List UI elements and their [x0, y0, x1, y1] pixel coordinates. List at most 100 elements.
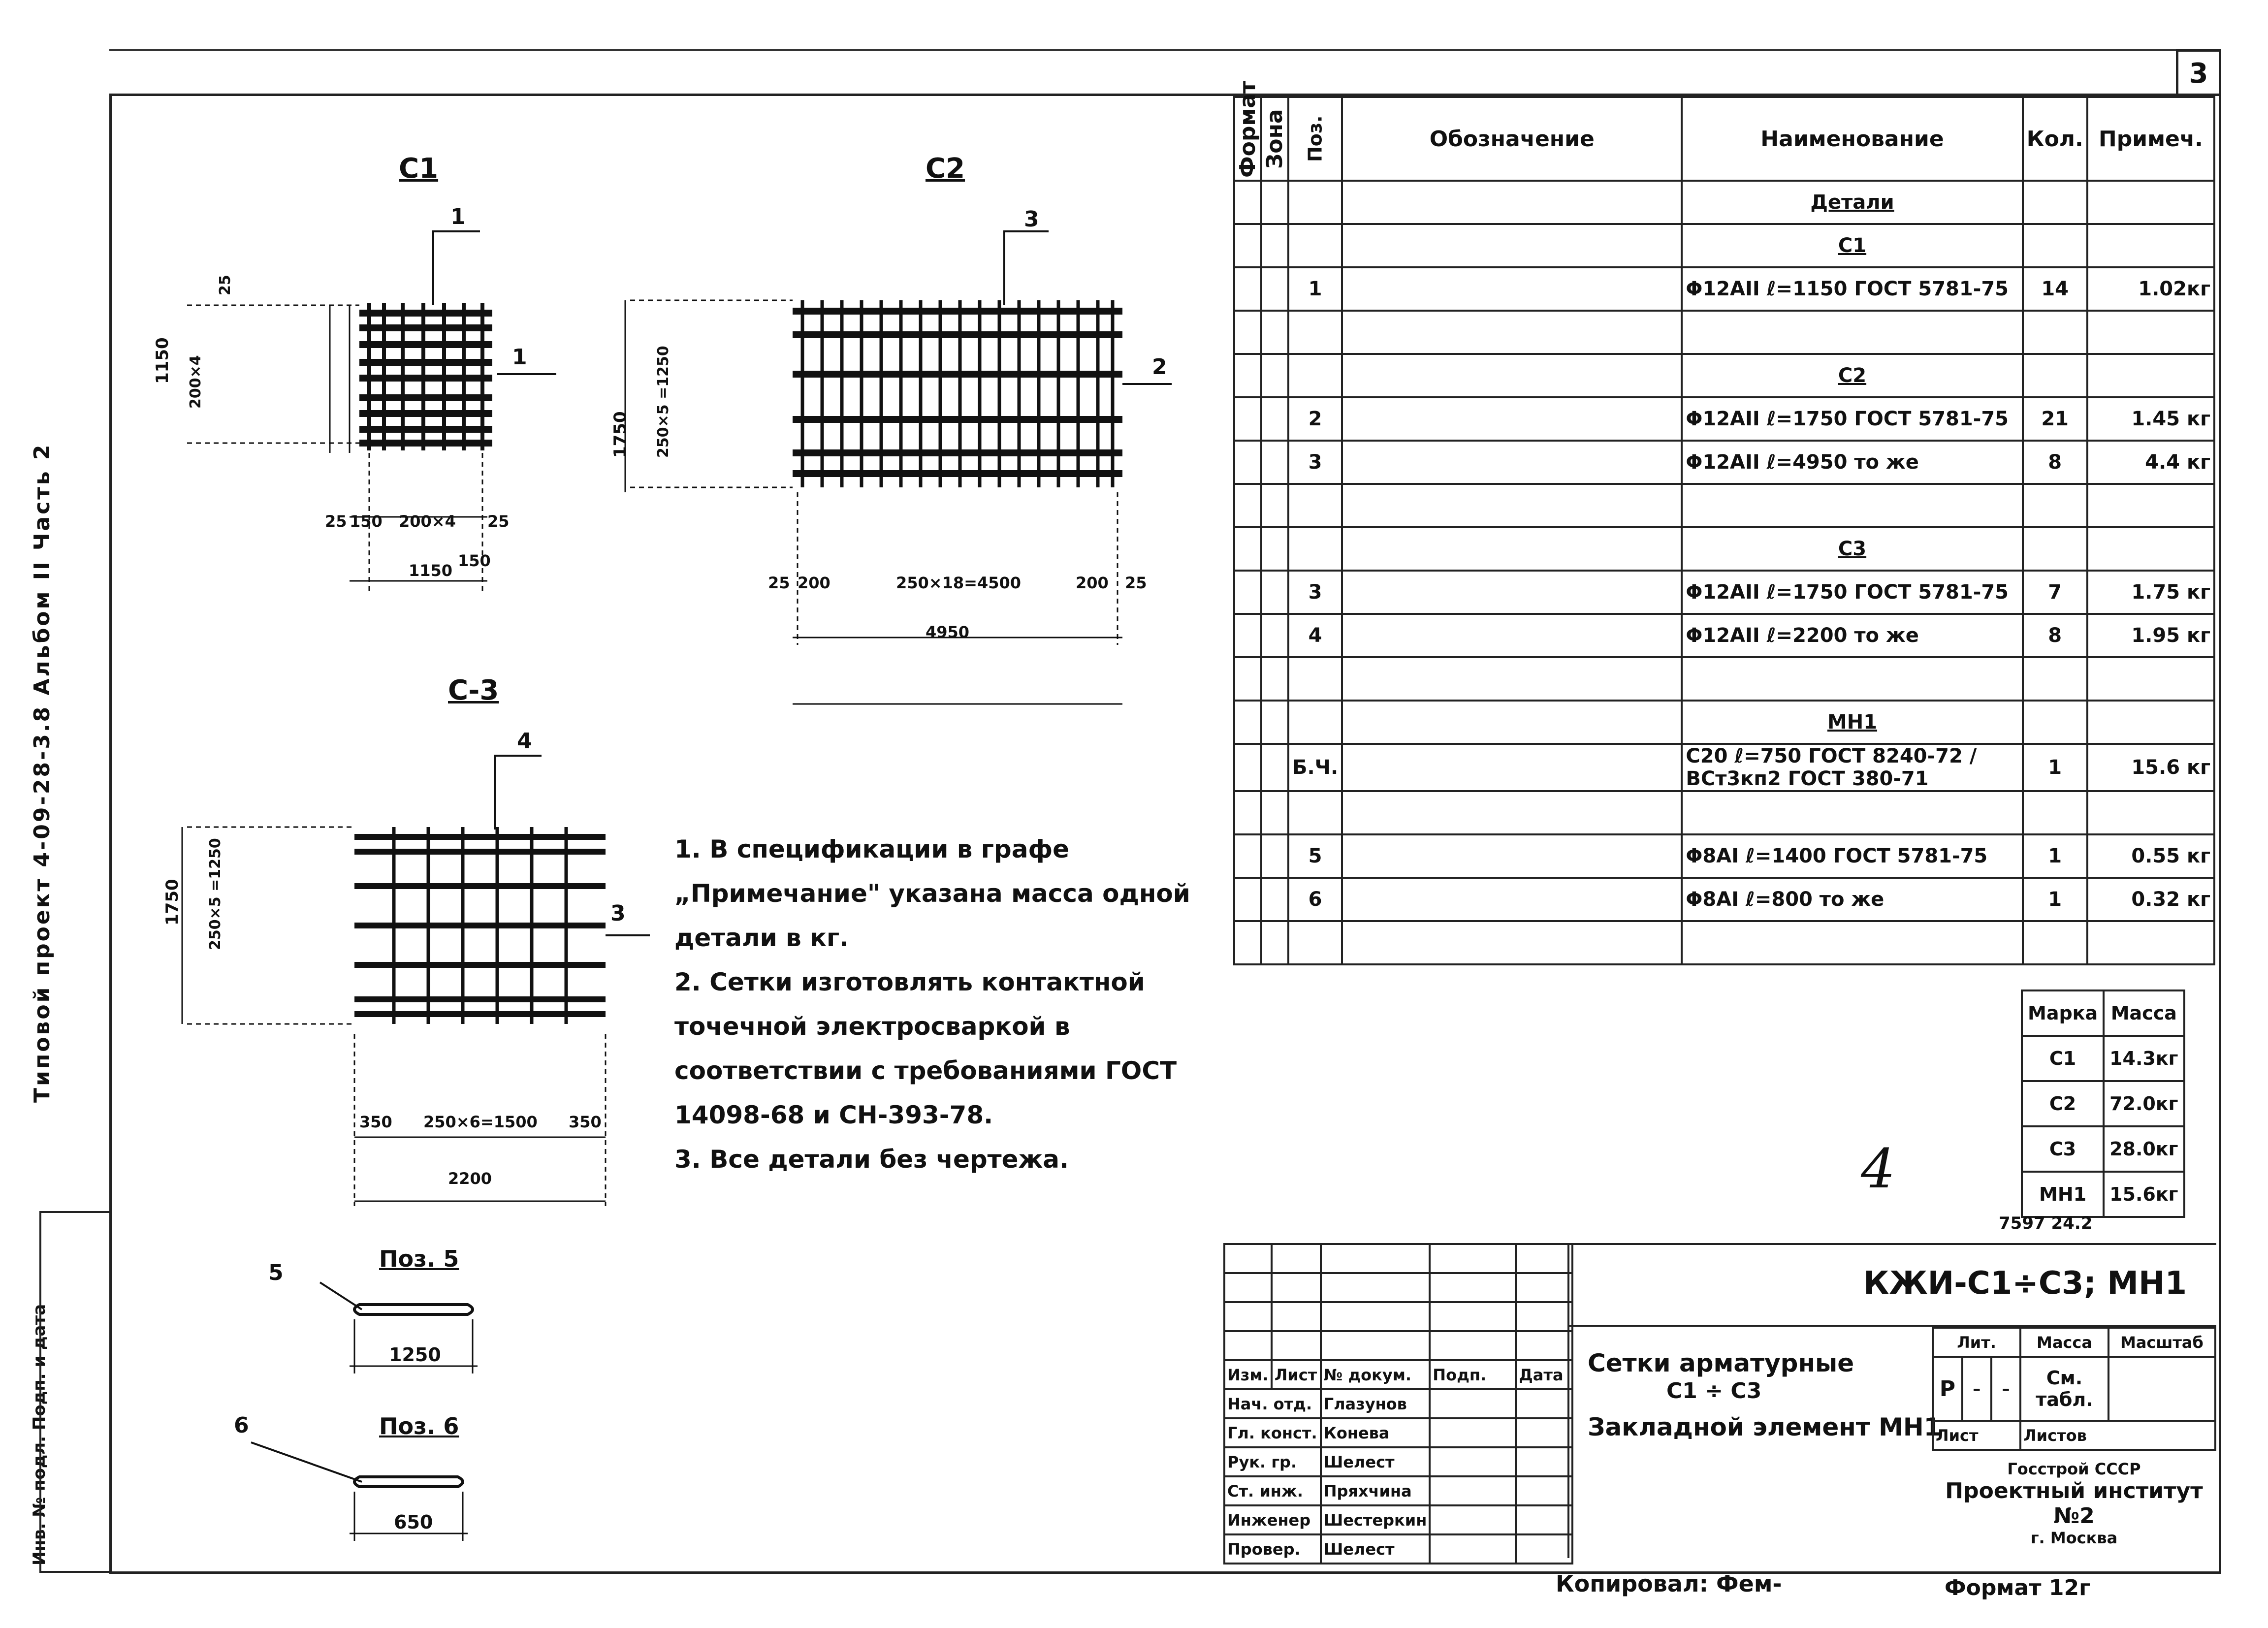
spec-header-row: Формат Зона Поз. Обозначение Наименовани… — [1234, 81, 2216, 182]
spec-cell-name: С3 — [1681, 526, 2024, 572]
mass-header-mass: Масса — [2103, 990, 2185, 1037]
scale-label: Масштаб — [2107, 1327, 2217, 1358]
spec-cell-qty: 8 — [2021, 613, 2088, 658]
spec-cell-pos — [1287, 223, 1343, 268]
pos5-length: 1250 — [389, 1344, 441, 1366]
pos5-callout: 5 — [268, 1260, 284, 1285]
spec-cell-pos: 6 — [1287, 877, 1343, 922]
spec-cell-zone — [1260, 570, 1289, 615]
c2-callout-2: 2 — [1152, 354, 1167, 380]
c3-dim-total: 2200 — [448, 1169, 492, 1188]
mass-header-row: Марка Масса — [2020, 990, 2185, 1037]
spec-cell-note: 0.55 кг — [2086, 833, 2216, 879]
c1-dim-mid-left: 200×4 — [187, 355, 204, 409]
pos6-title: Поз. 6 — [379, 1413, 459, 1439]
c2-dim-mid: 250×18=4500 — [896, 574, 1022, 592]
spec-cell-note: 4.4 кг — [2086, 440, 2216, 485]
spec-cell-pos — [1287, 310, 1343, 355]
spec-cell-zone — [1260, 266, 1289, 312]
lit-empty-1: – — [1961, 1356, 1992, 1422]
spec-cell-pos — [1287, 526, 1343, 572]
c1-title: С1 — [399, 153, 439, 185]
spec-cell-zone — [1260, 223, 1289, 268]
staff-name: Пряхчина — [1319, 1475, 1431, 1506]
spec-row: Детали — [1233, 180, 2216, 225]
col-qty: Кол. — [2021, 96, 2088, 182]
note-3: 3. Все детали без чертежа. — [674, 1145, 1069, 1174]
stamp-header-row: Изм. Лист № докум. Подп. Дата — [1223, 1359, 1574, 1390]
side-project-text: Типовой проект 4-09-28-3.8 Альбом II Час… — [30, 443, 55, 1103]
spec-cell-format — [1233, 266, 1262, 312]
spec-cell-designation — [1341, 483, 1683, 528]
org-line-2: Проектный институт №2 — [1945, 1478, 2203, 1529]
spec-cell-name: Φ12АII ℓ=1750 ГОСТ 5781-75 — [1681, 570, 2024, 615]
copied-by: Копировал: Фем- — [1556, 1570, 1782, 1597]
staff-role: Гл. конст. — [1223, 1417, 1322, 1448]
revision-grid: Изм. Лист № докум. Подп. Дата Нач. отд.Г… — [1223, 1243, 1574, 1564]
spec-cell-qty — [2021, 920, 2088, 965]
spec-cell-pos — [1287, 353, 1343, 398]
c3-dim-350: 350 — [359, 1113, 392, 1131]
spec-cell-format — [1233, 526, 1262, 572]
stamp-col-doc: № докум. — [1319, 1359, 1431, 1390]
spec-cell-designation — [1341, 656, 1683, 702]
spec-row: С1 — [1233, 223, 2216, 268]
mass-label: Масса — [2019, 1327, 2109, 1358]
spec-cell-zone — [1260, 877, 1289, 922]
sheet-label: Лист — [1931, 1420, 2022, 1451]
spec-cell-qty — [2021, 483, 2088, 528]
spec-cell-format — [1233, 353, 1262, 398]
spec-cell-zone — [1260, 656, 1289, 702]
spec-cell-note — [2086, 353, 2216, 398]
lit-empty-2: – — [1990, 1356, 2022, 1422]
spec-cell-format — [1233, 310, 1262, 355]
spec-cell-format — [1233, 440, 1262, 485]
spec-cell-designation — [1341, 570, 1683, 615]
spec-cell-pos: Б.Ч. — [1287, 743, 1343, 792]
spec-row — [1233, 483, 2216, 528]
spec-cell-note: 1.95 кг — [2086, 613, 2216, 658]
spec-cell-name: Φ8АI ℓ=800 то же — [1681, 877, 2024, 922]
spec-cell-designation — [1341, 613, 1683, 658]
col-name: Наименование — [1681, 96, 2024, 182]
c2-dim-left-total: 1750 — [610, 411, 630, 458]
c1-dim-25a: 25 — [325, 512, 347, 531]
col-note: Примеч. — [2086, 96, 2216, 182]
spec-cell-format — [1233, 223, 1262, 268]
spec-cell-note: 1.45 кг — [2086, 396, 2216, 442]
spec-cell-pos — [1287, 180, 1343, 225]
format-label: Формат 12г — [1945, 1575, 2091, 1600]
spec-cell-pos: 2 — [1287, 396, 1343, 442]
staff-row: Рук. гр.Шелест — [1223, 1446, 1574, 1477]
spec-row — [1233, 790, 2216, 835]
c1-callout-1b: 1 — [512, 345, 527, 370]
spec-cell-designation — [1341, 743, 1683, 792]
pos6-length: 650 — [394, 1511, 433, 1533]
spec-cell-note — [2086, 310, 2216, 355]
c3-dim-mid: 250×6=1500 — [423, 1113, 538, 1131]
spec-cell-note: 0.32 кг — [2086, 877, 2216, 922]
mass-value: 72.0кг — [2103, 1080, 2185, 1127]
rebar-drawings — [181, 230, 1172, 1541]
staff-role: Ст. инж. — [1223, 1475, 1322, 1506]
staff-name: Шелест — [1319, 1533, 1431, 1564]
c1-dim-mid: 200×4 — [399, 512, 456, 531]
stamp-col-list: Лист — [1270, 1359, 1322, 1390]
spec-cell-format — [1233, 570, 1262, 615]
spec-cell-format — [1233, 833, 1262, 879]
stamp-col-izm: Изм. — [1223, 1359, 1273, 1390]
spec-cell-qty: 1 — [2021, 743, 2088, 792]
spec-cell-designation — [1341, 223, 1683, 268]
spec-cell-format — [1233, 180, 1262, 225]
spec-cell-designation — [1341, 180, 1683, 225]
spec-cell-note — [2086, 483, 2216, 528]
spec-cell-designation — [1341, 877, 1683, 922]
mass-value: 15.6кг — [2103, 1171, 2185, 1218]
spec-row — [1233, 920, 2216, 965]
sheet-number: 3 — [2176, 49, 2221, 96]
mass-mark: МН1 — [2020, 1171, 2105, 1218]
stamp-col-sign: Подп. — [1429, 1359, 1517, 1390]
